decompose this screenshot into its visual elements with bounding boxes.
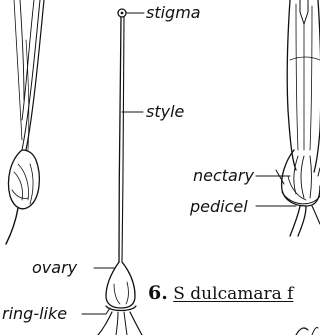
ovary-label: ovary xyxy=(32,260,77,276)
pistil-drawing xyxy=(98,9,142,335)
left-flower-drawing xyxy=(6,0,44,244)
ring-like-leader xyxy=(82,308,110,314)
flower-section-drawing xyxy=(276,0,320,236)
stigma-label: stigma xyxy=(146,5,201,21)
figure-title: S dulcamara f xyxy=(173,284,293,304)
partial-drawing-fragment xyxy=(312,327,318,335)
figure-caption: 6. S dulcamara f xyxy=(148,284,293,303)
partial-drawing-fragment xyxy=(296,328,308,335)
ring-like-label: ring-like xyxy=(2,306,67,322)
figure-number: 6. xyxy=(148,282,168,304)
style-label: style xyxy=(146,104,184,120)
pedicel-label: pedicel xyxy=(190,199,248,215)
nectary-label: nectary xyxy=(193,168,254,184)
